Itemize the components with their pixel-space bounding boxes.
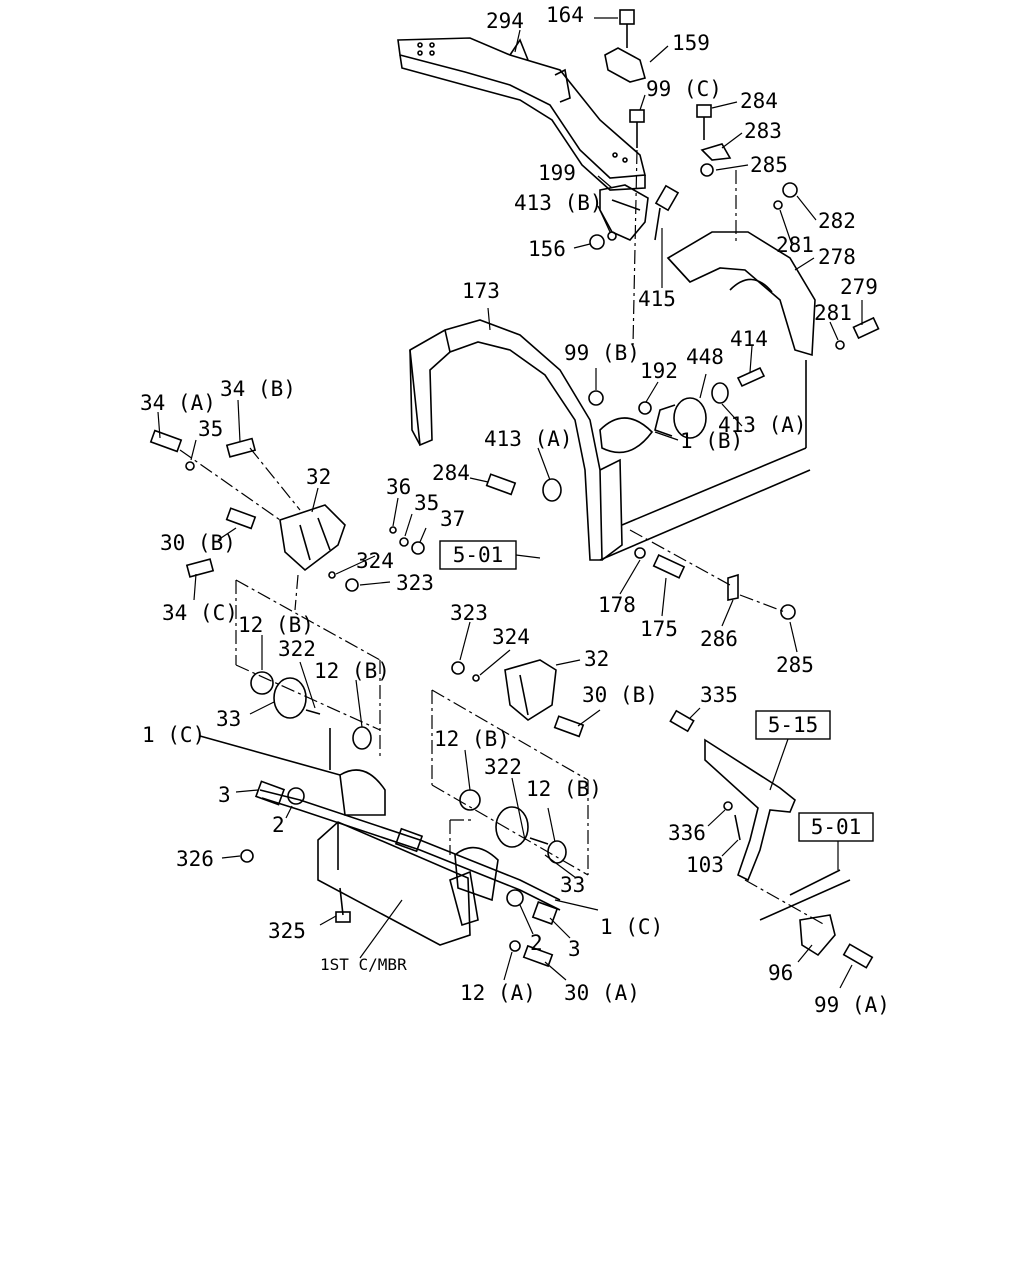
ref-box-left-5-01: 5-01	[439, 540, 541, 570]
note-text: 1ST C/MBR	[320, 955, 407, 974]
part-label: 12 (B)	[314, 659, 390, 683]
part-label: 281	[814, 301, 852, 325]
part-label: 1 (C)	[142, 723, 205, 747]
part-label: 285	[750, 153, 788, 177]
cover-part	[666, 182, 880, 357]
part-label: 30 (B)	[160, 531, 236, 555]
part-label: 279	[840, 275, 878, 299]
part-label: 284	[432, 461, 470, 485]
leader-lines	[157, 17, 863, 989]
part-label: 159	[672, 31, 710, 55]
part-label: 2	[530, 931, 543, 955]
part-label: 336	[668, 821, 706, 845]
part-labels: 294 164 159 99 (C) 284 283 285 199 413 (…	[140, 3, 890, 1017]
frame-part	[409, 319, 811, 561]
part-label: 192	[640, 359, 678, 383]
part-label: 448	[686, 345, 724, 369]
part-label: 34 (B)	[220, 377, 296, 401]
part-label: 30 (B)	[582, 683, 658, 707]
part-label: 294	[486, 9, 524, 33]
part-label: 12 (A)	[460, 981, 536, 1005]
part-label: 285	[776, 653, 814, 677]
part-label: 324	[356, 549, 394, 573]
part-label: 1 (C)	[600, 915, 663, 939]
ref-box-5-15: 5-15	[755, 710, 831, 791]
part-label: 99 (A)	[814, 993, 890, 1017]
part-label: 30 (A)	[564, 981, 640, 1005]
part-label: 34 (A)	[140, 391, 216, 415]
part-label: 323	[450, 601, 488, 625]
part-label: 413 (B)	[514, 191, 603, 215]
part-label: 99 (C)	[646, 77, 722, 101]
part-label: 32	[306, 465, 331, 489]
part-label: 3	[218, 783, 231, 807]
part-label: 325	[268, 919, 306, 943]
part-label: 12 (B)	[526, 777, 602, 801]
ref-box-label: 5-01	[811, 815, 862, 839]
part-label: 283	[744, 119, 782, 143]
part-label: 286	[700, 627, 738, 651]
part-label: 33	[560, 873, 585, 897]
part-label: 12 (B)	[434, 727, 510, 751]
part-label: 326	[176, 847, 214, 871]
part-label: 173	[462, 279, 500, 303]
part-label: 12 (B)	[238, 613, 314, 637]
part-label: 36	[386, 475, 411, 499]
part-label: 34 (C)	[162, 601, 238, 625]
part-label: 178	[598, 593, 636, 617]
part-label: 281	[776, 233, 814, 257]
part-label: 103	[686, 853, 724, 877]
part-label: 415	[638, 287, 676, 311]
left-mount-assembly	[199, 579, 561, 946]
part-label: 33	[216, 707, 241, 731]
part-label: 413 (A)	[484, 427, 573, 451]
notes: 1ST C/MBR	[320, 955, 407, 974]
part-label: 284	[740, 89, 778, 113]
part-label: 282	[818, 209, 856, 233]
fastener-parts	[589, 184, 680, 250]
part-label: 199	[538, 161, 576, 185]
frame-fasteners	[485, 473, 796, 620]
part-label: 35	[198, 417, 223, 441]
part-label: 99 (B)	[564, 341, 640, 365]
part-label: 324	[492, 625, 530, 649]
bolt-part	[629, 109, 645, 346]
clip-part	[604, 9, 646, 83]
upper-right-fasteners	[696, 104, 737, 245]
part-label: 2	[272, 813, 285, 837]
part-label: 3	[568, 937, 581, 961]
reference-boxes: 5-01 5-15 5-01	[439, 540, 874, 842]
center-mount-assembly	[394, 789, 567, 968]
part-label: 414	[730, 327, 768, 351]
part-label: 35	[414, 491, 439, 515]
part-label: 323	[396, 571, 434, 595]
part-label: 278	[818, 245, 856, 269]
part-label: 413 (A)	[718, 413, 807, 437]
ref-box-label: 5-01	[453, 543, 504, 567]
part-label: 156	[528, 237, 566, 261]
ref-box-right-5-01: 5-01	[798, 812, 874, 842]
part-label: 322	[484, 755, 522, 779]
rubber-mount-part	[588, 366, 766, 454]
part-label: 322	[278, 637, 316, 661]
bracket-part	[599, 184, 649, 241]
center-bracket-part	[431, 659, 589, 876]
shift-lever-part	[669, 709, 874, 969]
part-label: 96	[768, 961, 793, 985]
crossmember-part	[397, 37, 647, 191]
ref-box-label: 5-15	[768, 713, 819, 737]
part-label: 335	[700, 683, 738, 707]
part-label: 175	[640, 617, 678, 641]
part-drawings	[149, 9, 880, 969]
part-label: 37	[440, 507, 465, 531]
part-label: 164	[546, 3, 584, 27]
part-label: 32	[584, 647, 609, 671]
part-label: 1 (B)	[680, 429, 743, 453]
